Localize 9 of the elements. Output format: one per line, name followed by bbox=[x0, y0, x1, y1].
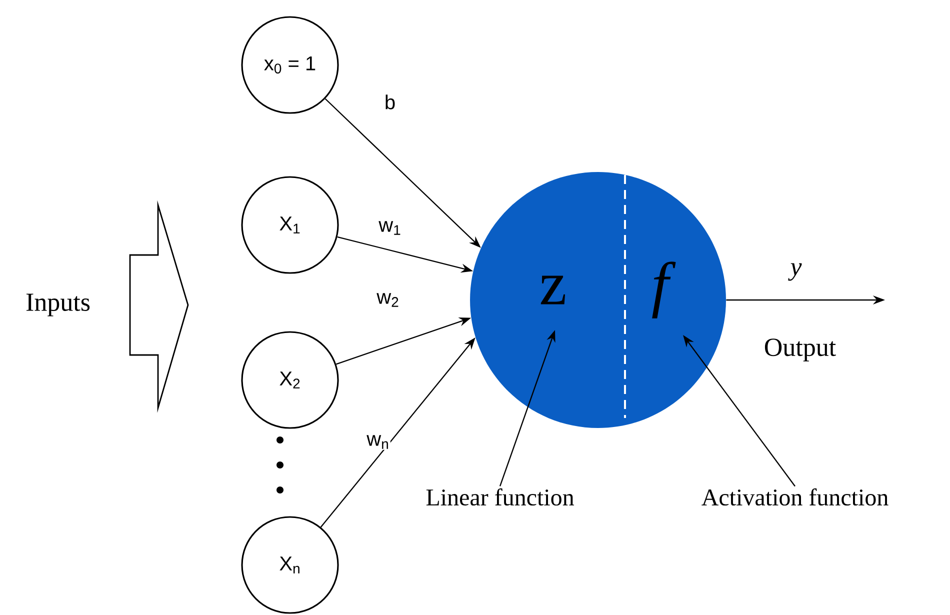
edge-label: w$_{2}$ bbox=[376, 292, 400, 308]
edge-label: w$_{n}$ bbox=[366, 434, 390, 450]
text-label: Inputs bbox=[26, 294, 90, 316]
edge-label: b bbox=[383, 94, 397, 110]
edge-label: w$_{1}$ bbox=[378, 220, 402, 236]
annotation-text: Activation function bbox=[702, 488, 888, 506]
text-label: Output bbox=[764, 338, 836, 362]
edge-label: y bbox=[788, 262, 803, 282]
annotation-text: Linear function bbox=[426, 488, 574, 506]
